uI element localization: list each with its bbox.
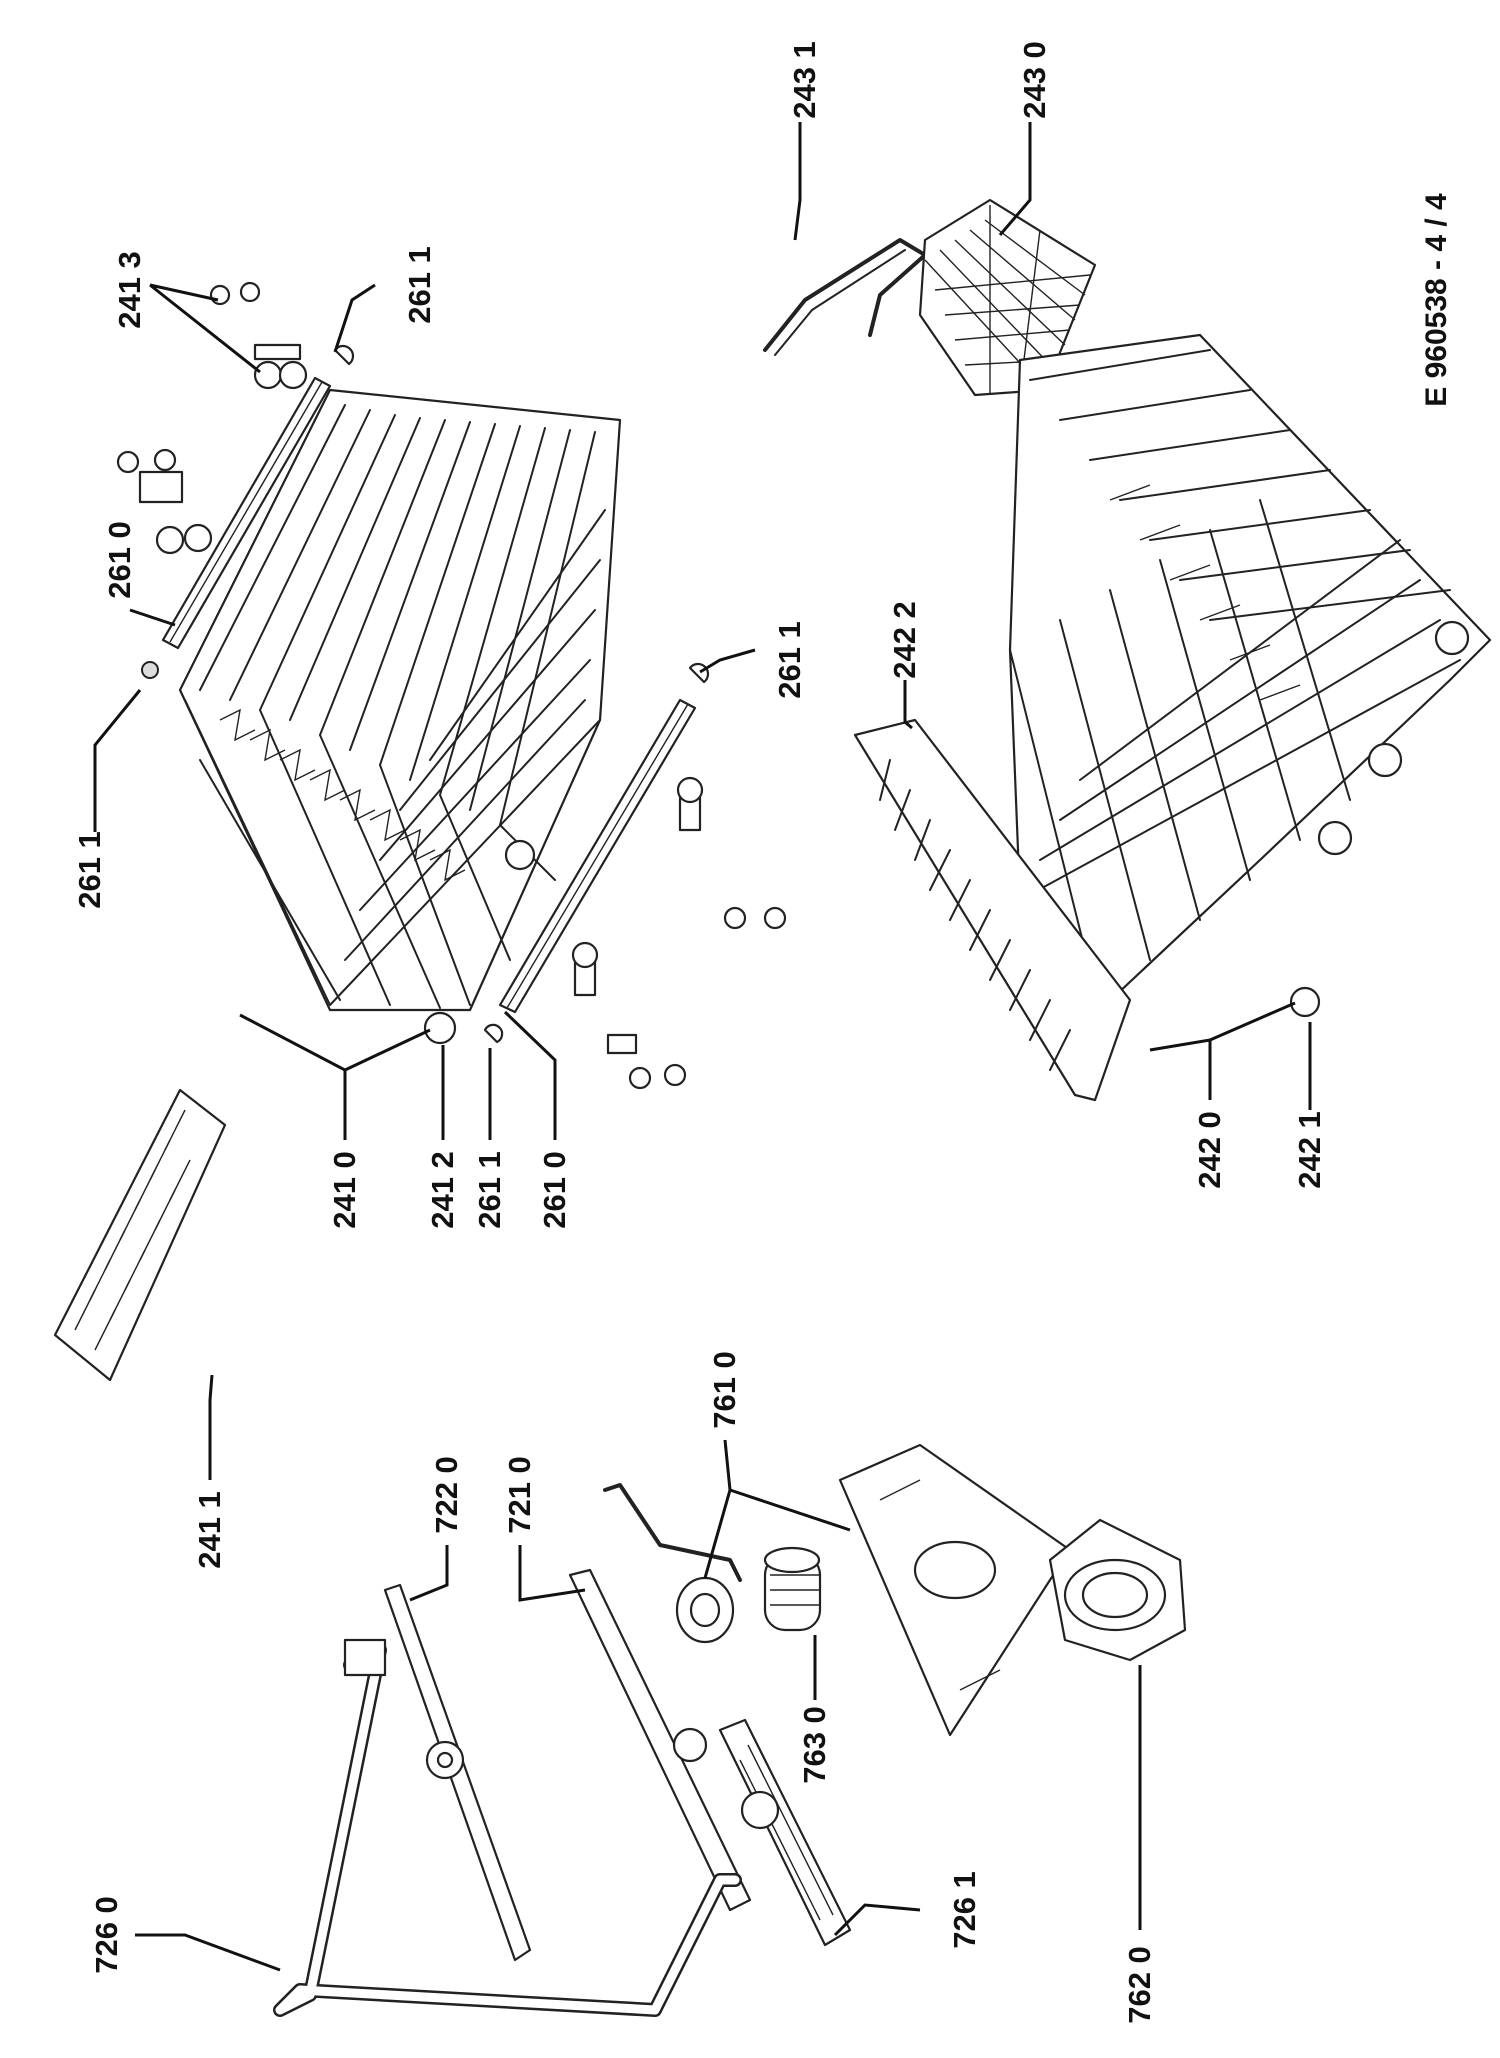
water-feed-pipe bbox=[273, 1638, 742, 2017]
label-261-1-top: 261 1 bbox=[402, 246, 437, 324]
label-261-0-top: 261 0 bbox=[102, 521, 137, 599]
microfilter-763-0 bbox=[763, 1546, 822, 1632]
label-726-0: 726 0 bbox=[89, 1896, 124, 1974]
cutlery-basket bbox=[918, 198, 1097, 397]
coarse-filter-762-0 bbox=[1048, 1518, 1187, 1662]
label-243-1: 243 1 bbox=[787, 41, 822, 119]
label-722-0: 722 0 bbox=[429, 1456, 464, 1534]
upper-rail-bottom bbox=[498, 698, 697, 1014]
filter-plate-761-0 bbox=[838, 1443, 1072, 1737]
label-243-0: 243 0 bbox=[1017, 41, 1052, 119]
label-726-1: 726 1 bbox=[947, 1871, 982, 1949]
label-241-3: 241 3 bbox=[112, 251, 147, 329]
label-241-0: 241 0 bbox=[327, 1151, 362, 1229]
comb-insert bbox=[53, 1088, 227, 1382]
label-241-2: 241 2 bbox=[425, 1151, 460, 1229]
label-762-0: 762 0 bbox=[1122, 1946, 1157, 2024]
label-242-2: 242 2 bbox=[887, 601, 922, 679]
upper-rail-top bbox=[161, 376, 332, 650]
label-261-1-left: 261 1 bbox=[72, 831, 107, 909]
lower-spray-arm bbox=[568, 1568, 752, 1912]
label-261-1-mid: 261 1 bbox=[772, 621, 807, 699]
lower-basket bbox=[1008, 333, 1492, 1018]
filter-clip-761-0 bbox=[603, 1483, 742, 1644]
label-721-0: 721 0 bbox=[502, 1456, 537, 1534]
label-761-0: 761 0 bbox=[707, 1351, 742, 1429]
label-261-1-bottom: 261 1 bbox=[472, 1151, 507, 1229]
label-242-0: 242 0 bbox=[1192, 1111, 1227, 1189]
cutlery-basket-handle bbox=[763, 238, 927, 356]
label-261-0-bottom: 261 0 bbox=[537, 1151, 572, 1229]
part-labels: 243 1 243 0 241 3 261 1 261 0 261 1 261 … bbox=[72, 41, 1327, 2024]
fine-filter-726-1 bbox=[718, 1718, 852, 1947]
label-763-0: 763 0 bbox=[797, 1706, 832, 1784]
label-241-1: 241 1 bbox=[192, 1491, 227, 1569]
upper-spray-arm bbox=[383, 1583, 532, 1962]
wheel-assemblies bbox=[116, 281, 787, 1090]
drawing-reference: E 960538 - 4 / 4 bbox=[1420, 193, 1453, 407]
label-242-1: 242 1 bbox=[1292, 1111, 1327, 1189]
leader-lines bbox=[93, 122, 1312, 1972]
plate-rack bbox=[853, 718, 1132, 1102]
